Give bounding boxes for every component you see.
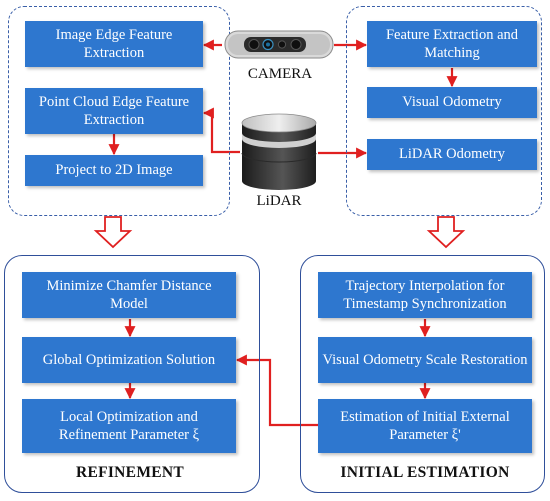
image-edge-extraction-box: Image Edge Feature Extraction	[25, 21, 203, 67]
initial-estimation-panel	[300, 255, 545, 493]
project-to-2d-box: Project to 2D Image	[25, 155, 203, 186]
arrow-lidar-to-pointcloud-edge	[202, 107, 240, 154]
lidar-icon	[241, 113, 317, 190]
camera-label: CAMERA	[247, 66, 313, 82]
trajectory-interpolation-box: Trajectory Interpolation for Timestamp S…	[318, 272, 532, 318]
visual-odometry-box: Visual Odometry	[367, 87, 537, 118]
preprocessing-panel-right	[346, 6, 542, 216]
chamfer-distance-box: Minimize Chamfer Distance Model	[22, 272, 236, 318]
feature-matching-box: Feature Extraction and Matching	[367, 21, 537, 67]
scale-restoration-box: Visual Odometry Scale Restoration	[318, 337, 532, 383]
local-optimization-box: Local Optimization and Refinement Parame…	[22, 399, 236, 453]
lidar-label: LiDAR	[256, 193, 302, 209]
global-optimization-box: Global Optimization Solution	[22, 337, 236, 383]
lidar-odometry-box: LiDAR Odometry	[367, 139, 537, 170]
preprocessing-panel-left	[8, 6, 230, 216]
hollow-arrow-right	[426, 216, 466, 249]
pointcloud-edge-extraction-box: Point Cloud Edge Feature Extraction	[25, 88, 203, 134]
refinement-panel	[4, 255, 260, 493]
camera-icon	[224, 30, 334, 59]
hollow-arrow-left	[93, 216, 133, 249]
refinement-title: REFINEMENT	[75, 464, 185, 481]
initial-estimation-title: INITIAL ESTIMATION	[340, 464, 510, 481]
initial-parameter-box: Estimation of Initial External Parameter…	[318, 399, 532, 453]
arrow-initial-to-global	[235, 354, 318, 427]
